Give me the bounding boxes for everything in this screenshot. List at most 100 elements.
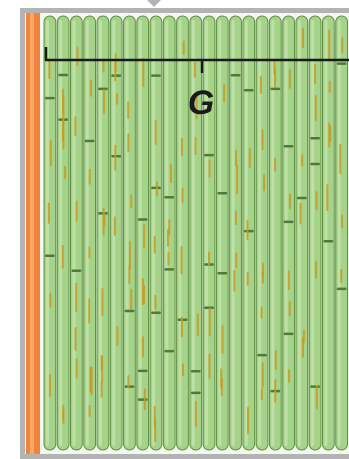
granule xyxy=(62,89,64,115)
granule xyxy=(167,252,169,266)
granule xyxy=(90,80,92,97)
granule xyxy=(274,68,276,87)
cell-septum xyxy=(217,192,227,195)
granule xyxy=(247,407,249,435)
cell-septum xyxy=(337,288,347,291)
granule xyxy=(339,144,341,174)
granule xyxy=(62,405,64,420)
label-g: G xyxy=(188,84,214,122)
cell-septum xyxy=(310,163,320,166)
cell-septum xyxy=(138,398,148,401)
granule xyxy=(274,158,276,172)
granule xyxy=(222,325,224,354)
granule xyxy=(328,123,330,148)
cell-septum xyxy=(204,154,214,157)
granule xyxy=(289,301,291,317)
granule xyxy=(288,270,290,290)
cell-septum xyxy=(297,197,307,200)
granule xyxy=(236,165,238,195)
cell-septum xyxy=(191,392,201,395)
cell-septum xyxy=(191,370,201,373)
granule xyxy=(340,269,342,283)
granule xyxy=(103,89,105,114)
granule xyxy=(114,62,116,81)
granule xyxy=(247,272,249,286)
granule xyxy=(329,81,331,93)
granule xyxy=(316,385,318,409)
granule xyxy=(274,379,276,403)
cell-septum xyxy=(45,97,55,100)
granule xyxy=(328,29,330,59)
cell-column xyxy=(57,16,69,450)
cell-septum xyxy=(284,145,294,148)
cell-septum xyxy=(98,88,108,91)
granule xyxy=(223,84,225,103)
granule xyxy=(182,363,184,376)
granule xyxy=(195,137,197,155)
cell-column xyxy=(97,16,109,450)
granule xyxy=(90,367,92,392)
granule xyxy=(289,193,291,209)
granule xyxy=(103,213,105,227)
granule xyxy=(341,215,343,229)
cell-septum xyxy=(58,74,68,77)
granule xyxy=(221,378,223,396)
cell-column xyxy=(336,16,348,450)
granule xyxy=(194,62,196,78)
cell-column xyxy=(84,16,96,450)
granule xyxy=(76,358,78,378)
granule xyxy=(116,93,118,105)
granule xyxy=(275,350,277,370)
granule xyxy=(48,203,50,224)
granule xyxy=(89,405,91,417)
granule xyxy=(300,203,302,225)
granule xyxy=(208,251,210,265)
orange-bar-highlight xyxy=(30,13,34,454)
granule xyxy=(74,116,76,136)
cell-septum xyxy=(284,333,294,336)
cell-septum xyxy=(310,385,320,388)
granule xyxy=(127,375,129,388)
cell-septum xyxy=(244,230,254,233)
cell-column xyxy=(137,16,149,450)
granule xyxy=(314,64,316,84)
cell-septum xyxy=(85,140,95,143)
granule xyxy=(114,216,116,235)
cell-septum xyxy=(231,74,241,77)
cell-septum xyxy=(284,221,294,224)
granule xyxy=(62,122,64,150)
granule xyxy=(183,41,185,55)
cell-column xyxy=(269,16,281,450)
cell-septum xyxy=(151,312,161,315)
cell-septum xyxy=(164,350,174,353)
granule xyxy=(315,261,317,279)
granule xyxy=(262,362,264,388)
cell-septum xyxy=(323,240,333,243)
granule xyxy=(48,58,50,79)
cell-column xyxy=(283,16,295,450)
granule xyxy=(235,150,237,166)
cell-column xyxy=(124,16,136,450)
cell-column xyxy=(216,16,228,450)
granule xyxy=(156,181,158,196)
granule xyxy=(129,241,131,269)
granule xyxy=(101,288,103,316)
cell-column xyxy=(163,16,175,450)
granule xyxy=(262,129,264,150)
granule xyxy=(316,191,318,210)
granule xyxy=(102,60,104,72)
cell-septum xyxy=(125,310,135,313)
cell-septum xyxy=(72,269,82,272)
granule xyxy=(195,401,197,427)
granule xyxy=(154,406,156,427)
granule xyxy=(154,295,156,310)
cell-column xyxy=(150,16,162,450)
cell-columns xyxy=(44,16,348,450)
granule xyxy=(302,28,304,48)
granule xyxy=(101,381,103,398)
granule xyxy=(144,388,146,410)
cell-column xyxy=(256,16,268,450)
granule xyxy=(341,37,343,53)
granule xyxy=(142,58,144,88)
granule xyxy=(301,154,303,167)
